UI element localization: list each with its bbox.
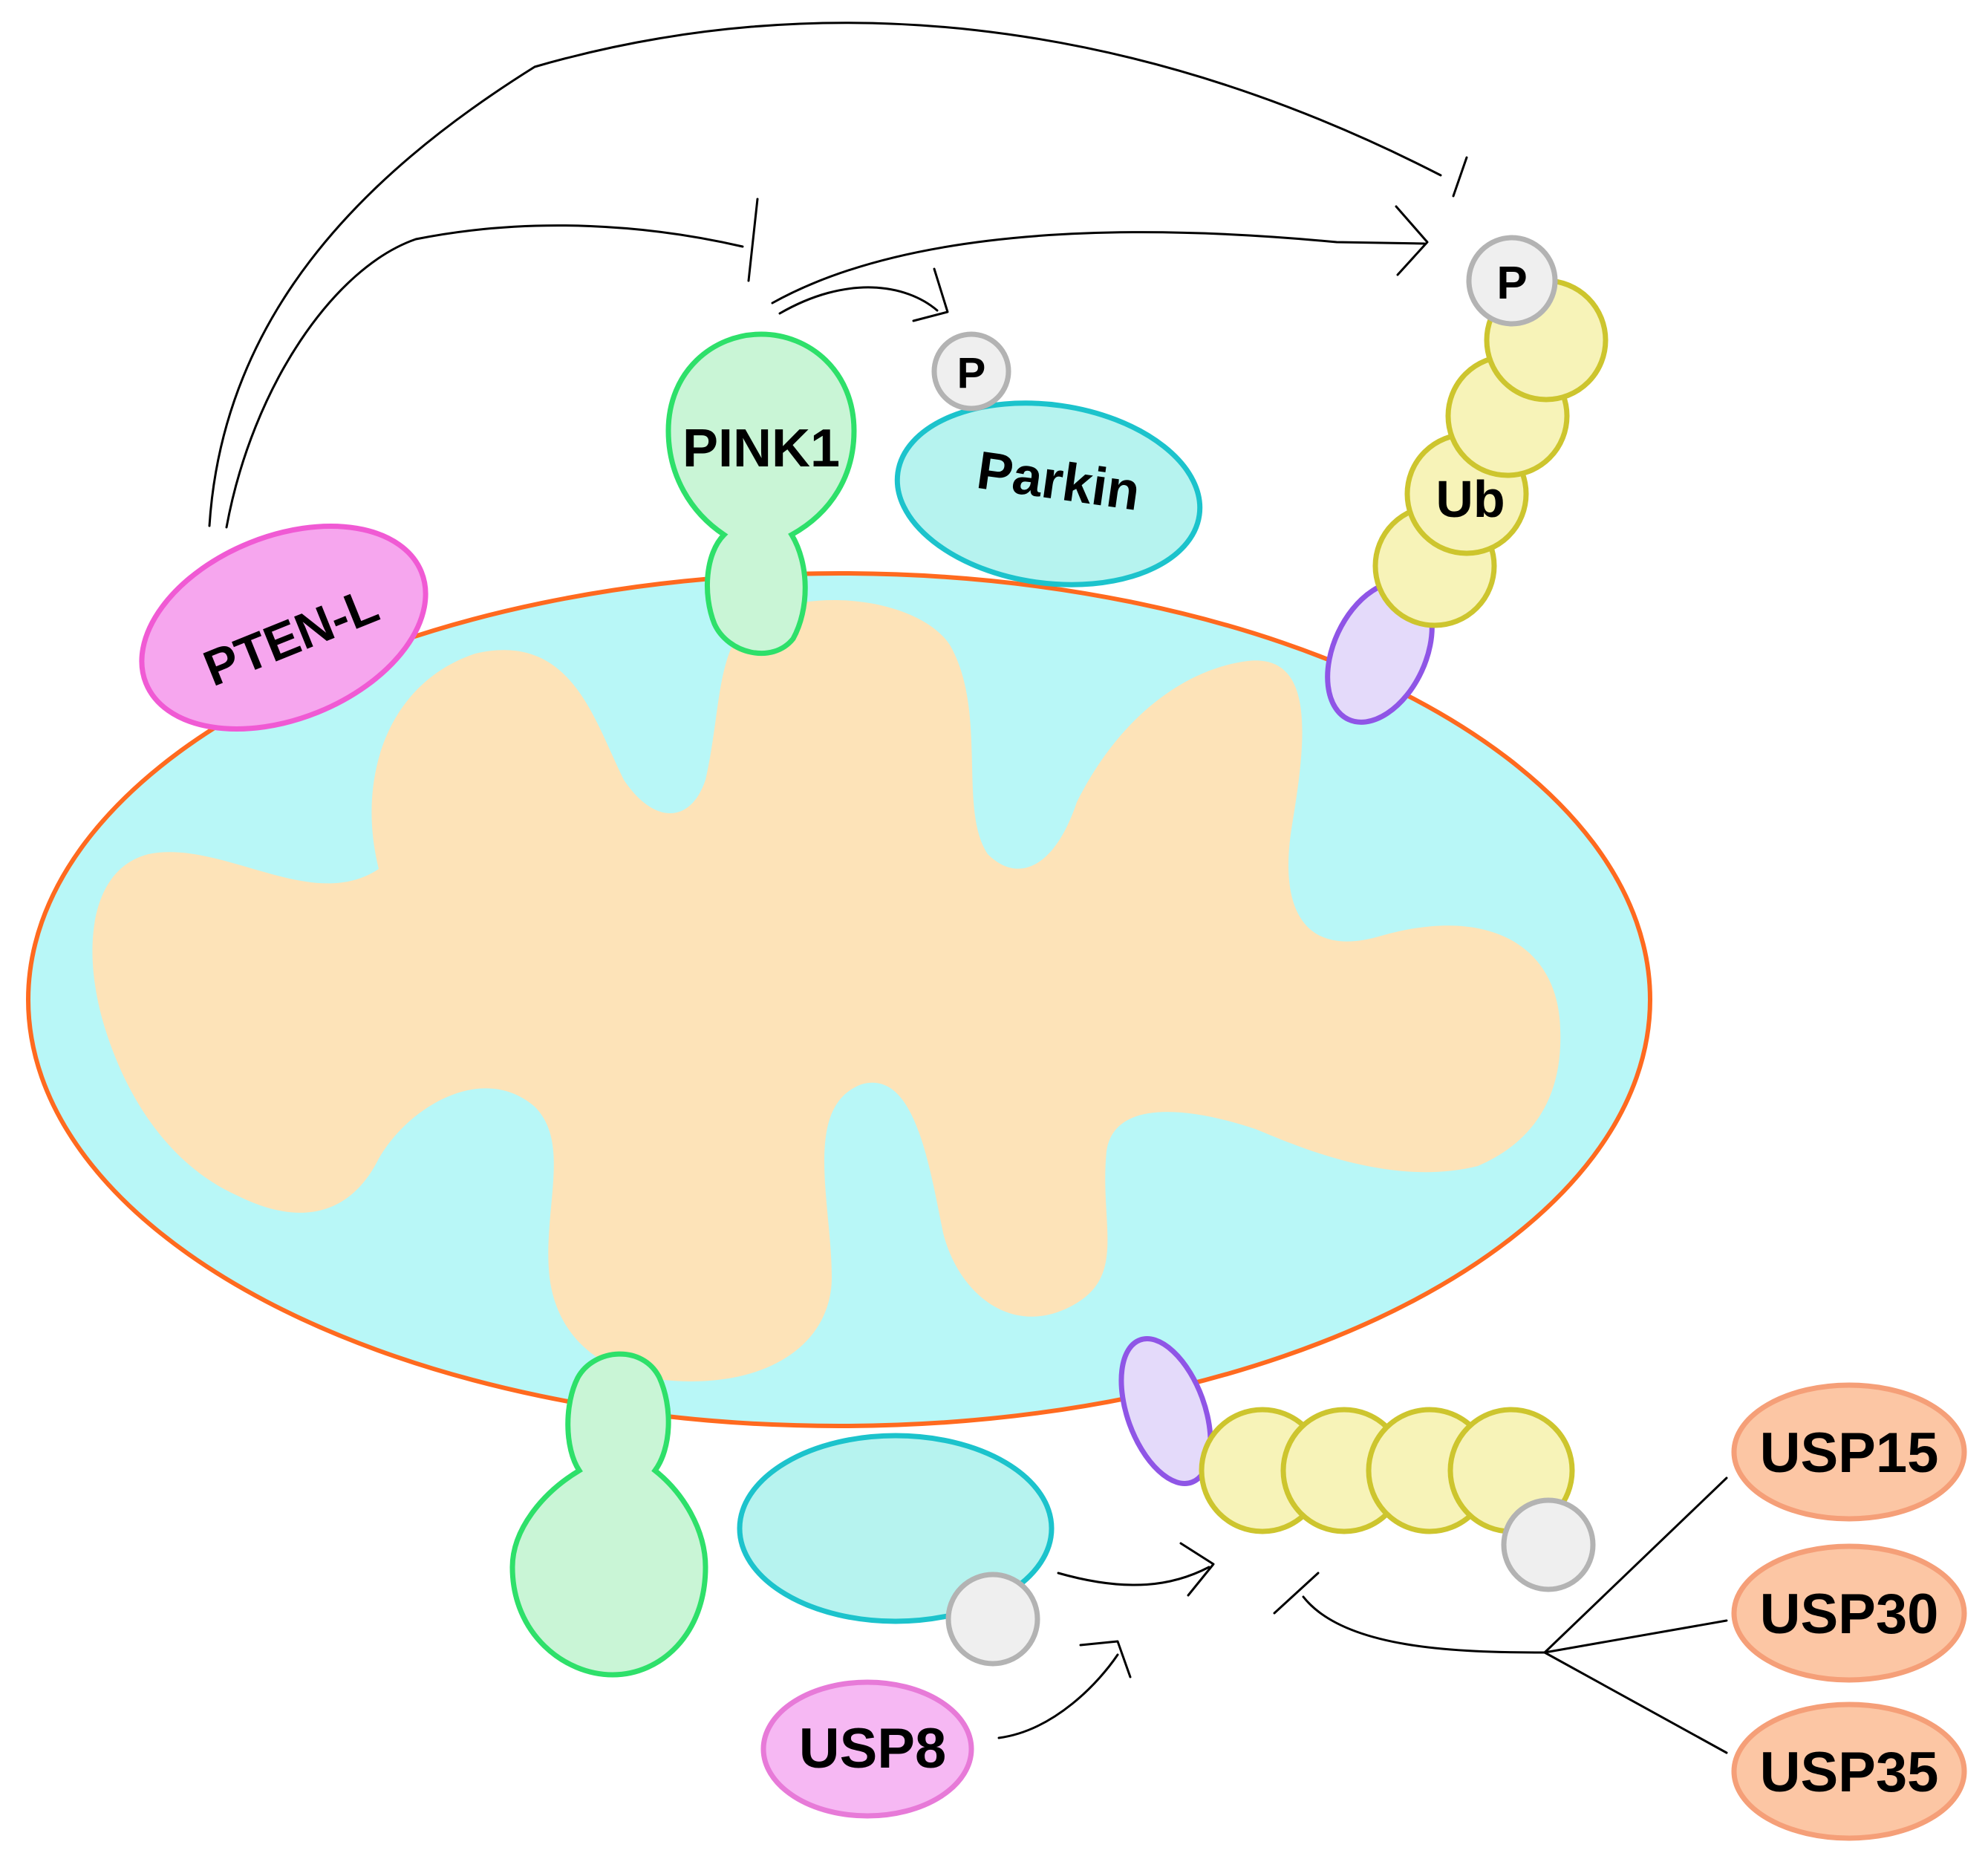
parkin-shape-bottom	[737, 1433, 1055, 1624]
pink1-shape-top	[665, 331, 857, 657]
usp35-label: USP35	[1760, 1741, 1939, 1804]
pink1-label: PINK1	[682, 419, 840, 478]
usp15-branch	[1543, 1476, 1728, 1654]
pink1-protein-top: PINK1	[665, 331, 857, 657]
parkin-to-ub-arrow	[1057, 1566, 1210, 1586]
phosphate-ub	[1466, 235, 1558, 327]
usp15-shape	[1731, 1382, 1967, 1522]
phosphate-parkin	[931, 331, 1011, 411]
bottom-regulation-lines	[997, 1476, 1728, 1754]
phospho-ubiquitin-chain-top: Ub P	[1325, 235, 1609, 725]
usp30-label: USP30	[1760, 1583, 1939, 1646]
inhibition-bar-pink1	[747, 198, 759, 282]
usp30-branch	[1543, 1619, 1728, 1654]
usp8-to-parkin-arrow	[997, 1653, 1119, 1739]
pink1-protein-bottom	[509, 1351, 708, 1678]
usp8-protein: USP8	[760, 1679, 974, 1819]
arrowhead-parkin	[912, 267, 949, 322]
parkin-protein-top: Parkin P	[894, 331, 1203, 587]
usp8-shape	[760, 1679, 974, 1819]
pten-l-shape	[139, 524, 428, 732]
mitochondrion	[26, 571, 1652, 1428]
inhibition-bar-usp-group	[1273, 1572, 1320, 1615]
ub-receptor-bottom	[1118, 1336, 1213, 1486]
inhibition-bar-top-right	[1452, 156, 1468, 198]
phosphate-parkin-label: P	[957, 349, 986, 397]
pink1-shape-bottom	[509, 1351, 708, 1678]
usp-group-inhibits-ub-line	[1302, 1595, 1546, 1654]
pten-l-inhibits-pink1-arc	[225, 224, 744, 529]
arrowhead-parkin-to-ub	[1179, 1542, 1215, 1597]
usp35-branch	[1543, 1651, 1728, 1754]
phosphate-ub-label: P	[1496, 258, 1527, 309]
usp30-shape	[1731, 1543, 1967, 1683]
top-regulation-lines	[208, 22, 1468, 529]
usp15-label: USP15	[1760, 1422, 1939, 1485]
arrowhead-usp8	[1079, 1640, 1132, 1678]
pten-l-protein: PTEN-L	[139, 524, 428, 732]
pten-l-inhibits-ub-phosphorylation-arc	[208, 22, 1442, 527]
pink1-phosphorylates-ub-arrow	[771, 231, 1426, 305]
usp-deubiquitinase-group: USP15 USP30 USP35	[1731, 1382, 1967, 1841]
mitochondrial-matrix	[92, 600, 1561, 1381]
pink1-phosphorylates-parkin-arrow	[778, 286, 939, 315]
parkin-shape-top	[894, 400, 1203, 587]
ub-label: Ub	[1435, 470, 1505, 528]
arrowhead-ub	[1395, 205, 1429, 276]
phosphate-ub-bottom	[1501, 1497, 1596, 1592]
ubiquitin-chain-bottom	[1118, 1336, 1596, 1592]
usp35-shape	[1731, 1702, 1967, 1841]
parkin-protein-bottom	[737, 1433, 1055, 1667]
phosphate-parkin-bottom	[945, 1572, 1040, 1667]
usp8-label: USP8	[799, 1717, 947, 1780]
